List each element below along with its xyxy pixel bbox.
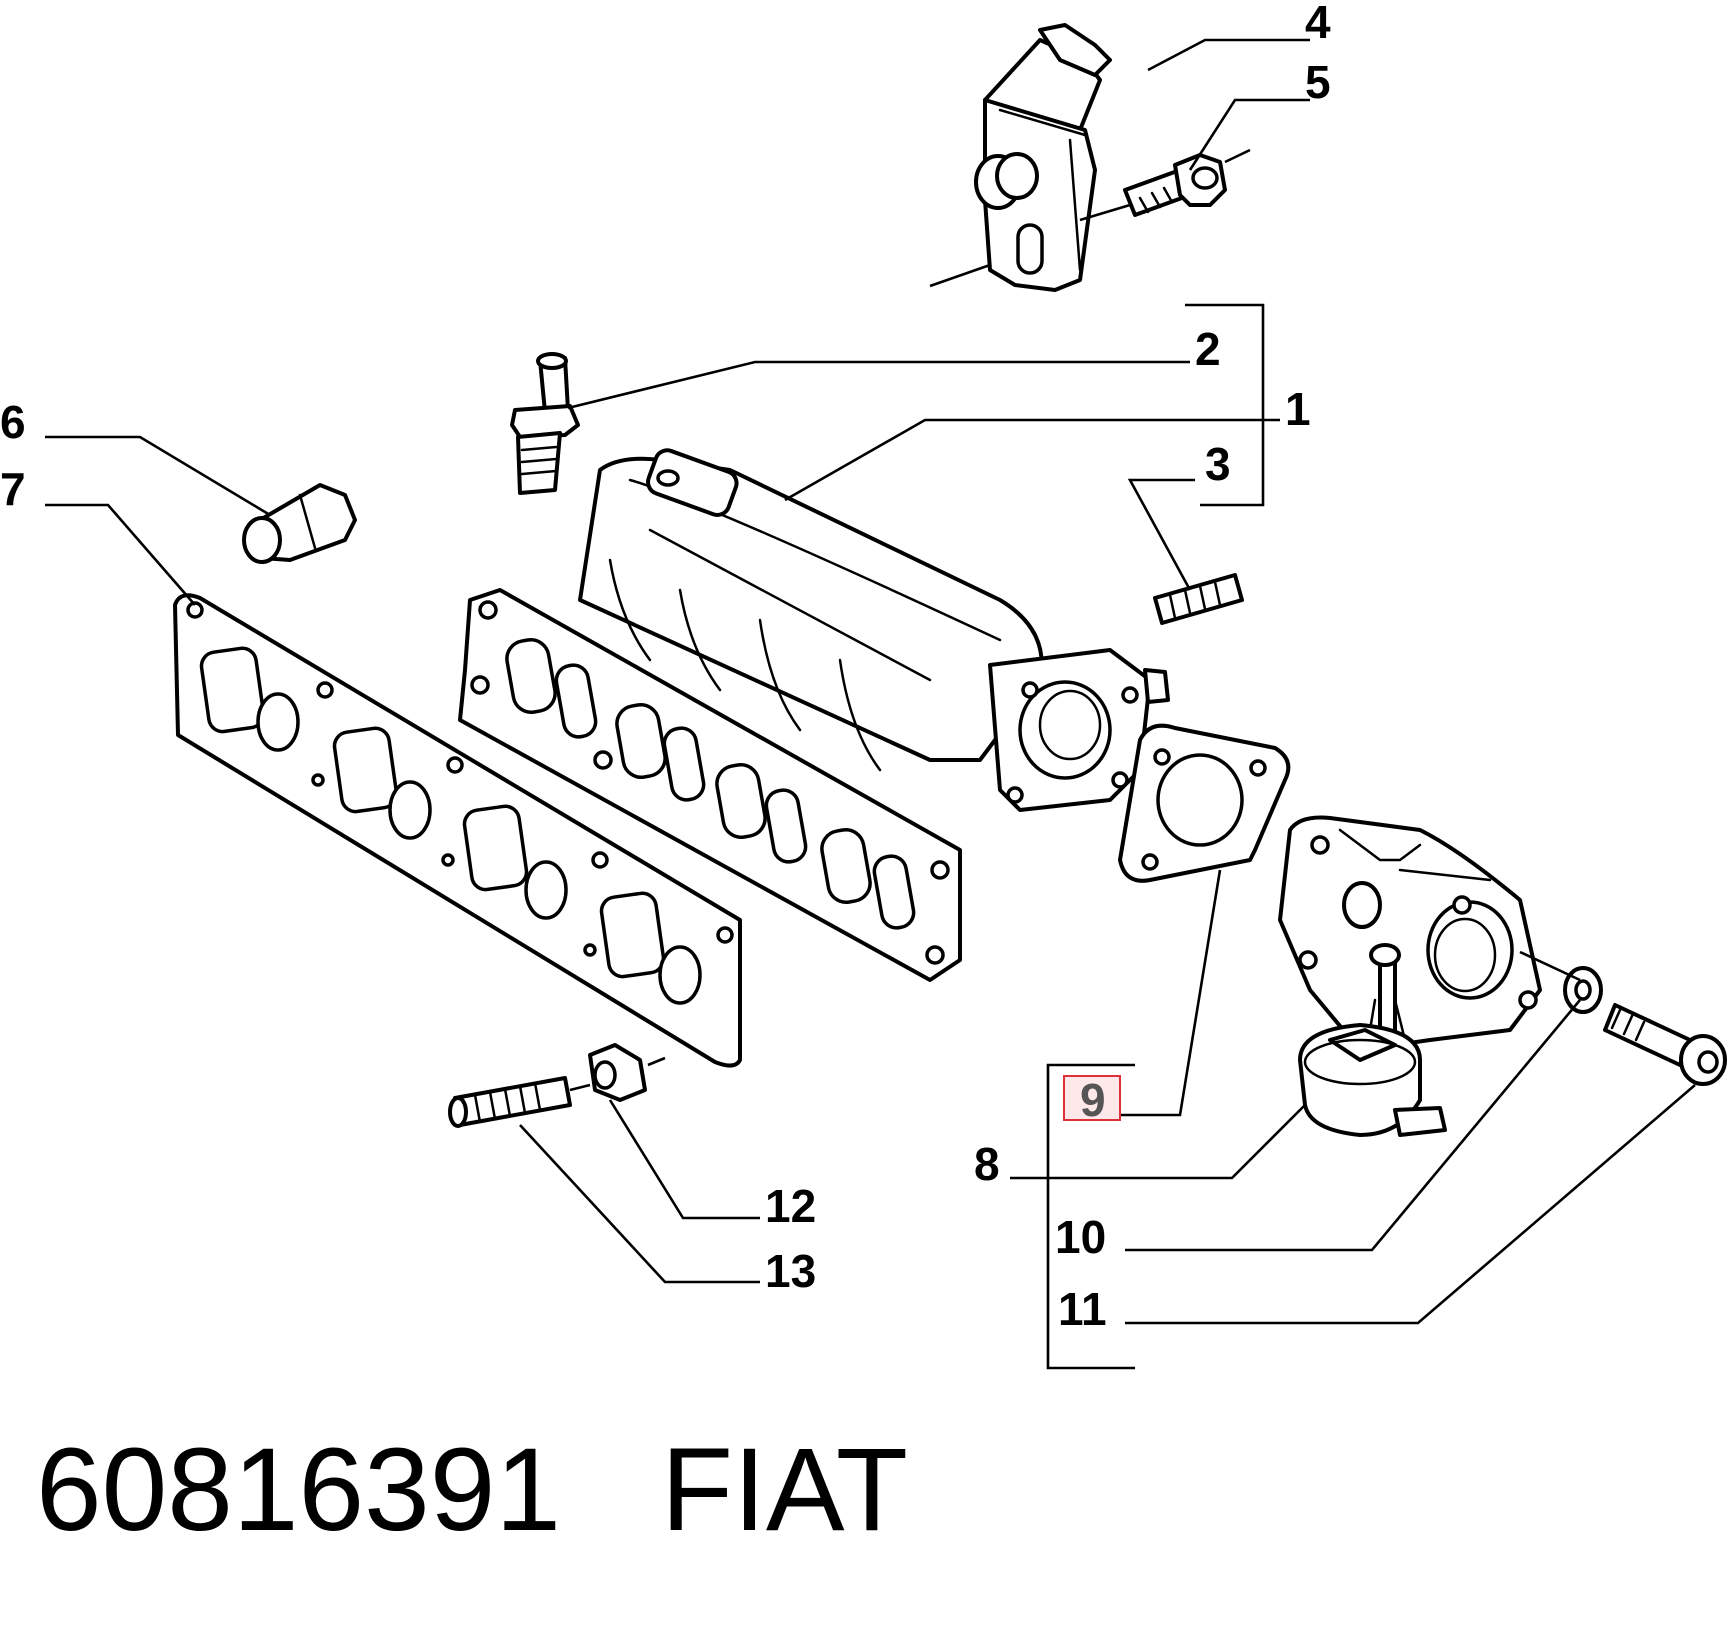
- callout-11: 11: [1058, 1283, 1107, 1335]
- part-3-stud: [1153, 573, 1244, 625]
- callout-9: 9: [1080, 1074, 1106, 1126]
- callout-6: 6: [0, 396, 26, 448]
- part-4-sensor: [929, 23, 1112, 292]
- callout-4: 4: [1305, 0, 1331, 48]
- part-9-throttle-gasket: [1118, 723, 1291, 883]
- callout-3: 3: [1205, 438, 1231, 490]
- part-12-nut: [588, 1043, 666, 1102]
- part-5-bolt: [1079, 148, 1251, 222]
- callout-8: 8: [974, 1138, 1000, 1190]
- callout-7: 7: [0, 463, 26, 515]
- callout-5: 5: [1305, 56, 1331, 108]
- callout-9-highlight: [1063, 1075, 1121, 1121]
- part-number: 60816391: [36, 1424, 562, 1556]
- part-6-plug: [242, 483, 357, 564]
- part-1-intake-manifold: [458, 448, 1170, 982]
- brand-name: FIAT: [661, 1424, 908, 1556]
- callout-10: 10: [1055, 1211, 1106, 1263]
- callout-12: 12: [765, 1180, 816, 1232]
- callout-labels: 4 5 2 1 3 6 7 9 8 10 11 12 13: [0, 0, 1331, 1335]
- callout-2: 2: [1195, 323, 1221, 375]
- leader-lines: [45, 38, 1696, 1370]
- callout-1: 1: [1285, 383, 1311, 435]
- footer-caption: 60816391 FIAT: [36, 1420, 908, 1560]
- part-11-bolt: [1519, 950, 1727, 1086]
- callout-13: 13: [765, 1245, 816, 1297]
- part-13-stud: [448, 1076, 591, 1128]
- part-7-manifold-gasket: [173, 593, 742, 1068]
- part-2-stud: [510, 352, 580, 495]
- part-8-throttle-body: [1278, 815, 1542, 1137]
- part-10-washer: [1563, 966, 1603, 1014]
